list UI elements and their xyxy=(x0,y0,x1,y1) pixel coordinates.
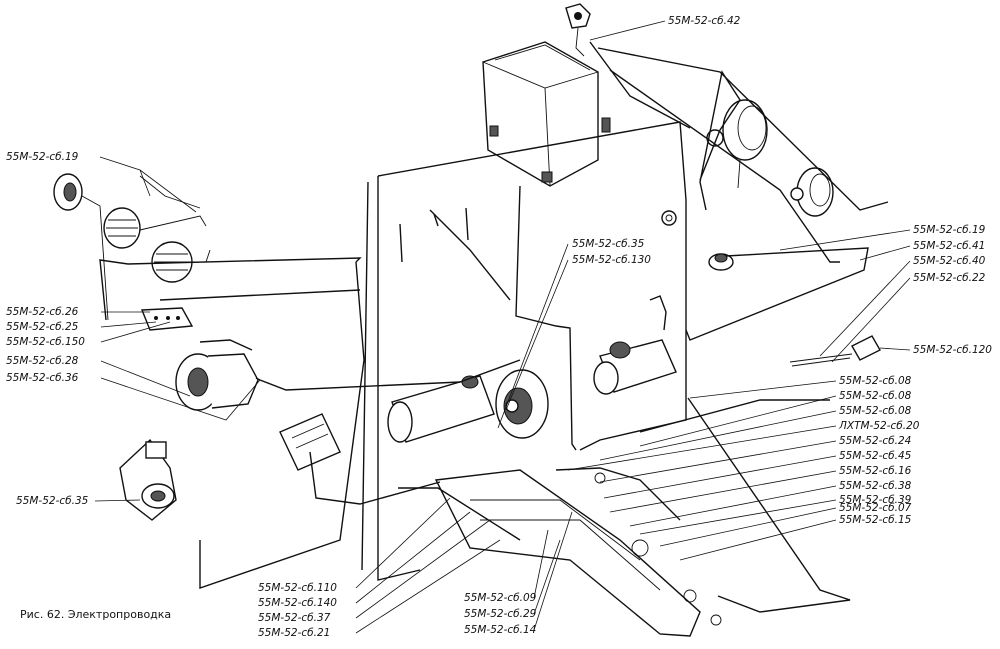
left-lamp-1 xyxy=(53,173,83,211)
label-sb28: 55М-52-сб.28 xyxy=(6,355,79,367)
left-lamp-2 xyxy=(103,207,141,249)
figure-caption: Рис. 62. Электропроводка xyxy=(20,608,172,621)
label-sb130: 55М-52-сб.130 xyxy=(572,254,651,266)
label-sb24: 55М-52-сб.24 xyxy=(839,435,912,447)
leader-lines xyxy=(94,20,911,634)
label-sb19-right: 55М-52-сб.19 xyxy=(913,224,986,236)
top-switch xyxy=(565,3,591,57)
small-lamp xyxy=(661,210,677,226)
label-sb42: 55М-52-сб.42 xyxy=(668,15,741,27)
label-sb16: 55М-52-сб.16 xyxy=(839,465,912,477)
label-sb14: 55М-52-сб.14 xyxy=(464,624,537,636)
label-sb35-mid: 55М-52-сб.35 xyxy=(572,238,645,250)
dome-lamp xyxy=(708,253,734,271)
label-sb45: 55М-52-сб.45 xyxy=(839,450,912,462)
label-sb15: 55М-52-сб.15 xyxy=(839,514,912,526)
label-sb08-a: 55М-52-сб.08 xyxy=(839,375,912,387)
electric-motor xyxy=(387,369,549,443)
label-sb150: 55М-52-сб.150 xyxy=(6,336,85,348)
regulator xyxy=(279,413,341,471)
wire-harness xyxy=(99,41,889,613)
label-sb39: 55М-52-сб.39 xyxy=(839,494,912,506)
label-sb21: 55М-52-сб.21 xyxy=(258,627,331,639)
chassis-frame xyxy=(434,469,722,637)
label-sb120: 55М-52-сб.120 xyxy=(913,344,992,356)
starter-left xyxy=(119,438,177,521)
label-sb38: 55М-52-сб.38 xyxy=(839,480,912,492)
label-sb35-left: 55М-52-сб.35 xyxy=(16,495,89,507)
terminal-block xyxy=(140,307,194,331)
label-sb25: 55М-52-сб.25 xyxy=(6,321,79,333)
label-sb19-left: 55М-52-сб.19 xyxy=(6,151,79,163)
label-sb140: 55М-52-сб.140 xyxy=(258,597,337,609)
label-sb08-c: 55М-52-сб.08 xyxy=(839,405,912,417)
label-sb26: 55М-52-сб.26 xyxy=(6,306,79,318)
label-sb22: 55М-52-сб.22 xyxy=(913,272,986,284)
label-sb36: 55М-52-сб.36 xyxy=(6,372,79,384)
generator xyxy=(175,353,259,411)
label-sb20: ЛХТМ-52-сб.20 xyxy=(839,420,920,432)
label-sb41: 55М-52-сб.41 xyxy=(913,240,986,252)
battery-box xyxy=(482,41,611,187)
label-sb37: 55М-52-сб.37 xyxy=(258,612,331,624)
plug-120 xyxy=(789,335,881,367)
label-sb29: 55М-52-сб.29 xyxy=(464,608,537,620)
label-sb08-b: 55М-52-сб.08 xyxy=(839,390,912,402)
label-sb40: 55М-52-сб.40 xyxy=(913,255,986,267)
label-sb07: 55М-52-сб.07 xyxy=(839,502,912,514)
lamp-wires xyxy=(81,175,211,321)
left-lamp-3 xyxy=(151,241,193,283)
label-sb09: 55М-52-сб.09 xyxy=(464,592,537,604)
starter-right xyxy=(593,339,677,395)
headlight-lower xyxy=(790,167,834,217)
label-sb110: 55М-52-сб.110 xyxy=(258,582,337,594)
